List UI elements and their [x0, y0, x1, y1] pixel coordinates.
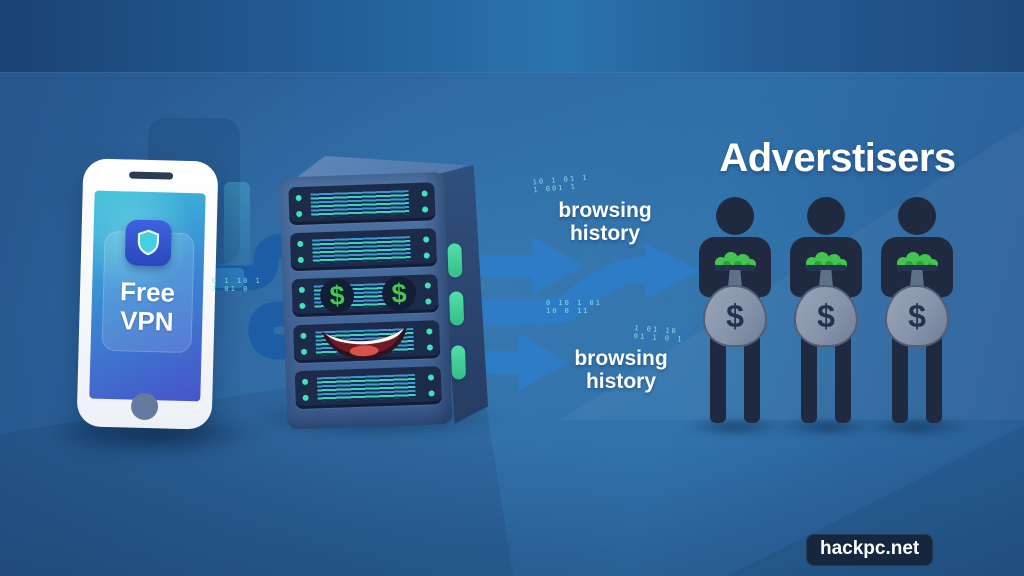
- panel-led: [295, 194, 302, 202]
- dollar-sign: $: [908, 297, 926, 334]
- server-port-connector: [447, 243, 463, 278]
- label-line: history: [569, 222, 640, 245]
- panel-data-lines: [310, 190, 410, 218]
- advertiser-figure: $: [866, 195, 968, 445]
- money-bag-neck: [819, 270, 833, 287]
- advertiser-figure: $: [684, 195, 786, 445]
- panel-led: [297, 256, 304, 264]
- band-edge-line: [0, 72, 1024, 73]
- money-bag: $: [885, 285, 949, 347]
- server-rack-panel: [289, 228, 438, 272]
- panel-led: [300, 332, 307, 339]
- figure-shadow: [684, 417, 786, 437]
- grinning-mouth: [322, 326, 407, 359]
- vpn-app-icon: [124, 219, 172, 267]
- browsing-history-label-bottom: browsing history: [556, 347, 686, 393]
- figure-head: [898, 197, 936, 235]
- server-port-connector: [449, 291, 465, 326]
- panel-led: [428, 390, 435, 397]
- panel-led: [426, 328, 433, 335]
- dollar-sign: $: [329, 279, 346, 311]
- figure-head: [716, 197, 754, 235]
- money-bag: $: [794, 285, 858, 347]
- money-bag-neck: [728, 270, 742, 287]
- server-rack-panel: [288, 182, 436, 226]
- panel-led: [300, 348, 308, 355]
- top-band: [0, 0, 1024, 72]
- figure-shadow: [866, 417, 968, 437]
- figure-head: [807, 197, 845, 235]
- browsing-history-label-top: browsing history: [540, 199, 670, 245]
- label-line: browsing: [574, 347, 668, 370]
- app-name: Free VPN: [91, 276, 203, 338]
- panel-led: [423, 236, 430, 243]
- phone-screen: Free VPN: [89, 190, 206, 402]
- app-name-line1: Free: [119, 276, 176, 308]
- label-line: history: [585, 370, 656, 393]
- server-rack-panel: [294, 366, 442, 410]
- money-bag-neck: [910, 270, 924, 287]
- smartphone: Free VPN: [76, 158, 219, 430]
- panel-led: [421, 190, 428, 197]
- panel-led: [426, 344, 434, 351]
- dollar-sign: $: [390, 277, 408, 309]
- panel-led: [302, 394, 309, 401]
- money-bag: $: [703, 285, 767, 347]
- watermark-badge: hackpc.net: [806, 534, 934, 566]
- server-port-connector: [450, 345, 467, 380]
- panel-led: [297, 240, 304, 248]
- panel-data-lines: [312, 236, 411, 264]
- panel-led: [301, 378, 309, 385]
- panel-led: [298, 286, 305, 294]
- bag-tray: [897, 265, 937, 271]
- dollar-sign: $: [817, 297, 835, 334]
- server-rack-panel: [291, 274, 439, 318]
- shield-icon: [137, 229, 160, 256]
- panel-led: [422, 206, 429, 213]
- advertiser-figure: $: [775, 195, 877, 445]
- particle-line: 10 0 11: [546, 307, 590, 315]
- panel-data-lines: [316, 374, 416, 402]
- panel-led: [296, 210, 303, 218]
- panel-led: [423, 252, 430, 259]
- vpn-server: $ $: [275, 146, 495, 438]
- phone-home-button: [130, 392, 159, 421]
- bag-tray: [715, 265, 755, 271]
- figure-shadow: [775, 417, 877, 437]
- label-line: browsing: [558, 199, 652, 222]
- phone-speaker: [129, 171, 174, 180]
- app-name-line2: VPN: [119, 305, 174, 337]
- panel-led: [425, 298, 432, 305]
- panel-led: [424, 282, 431, 289]
- advertisers-title: Adverstisers: [719, 136, 956, 180]
- panel-led: [427, 374, 435, 381]
- dollar-sign: $: [726, 297, 744, 334]
- particle-line: 0 1 10 1: [212, 277, 262, 285]
- panel-led: [299, 302, 306, 309]
- particle-line: 0 10 1 01: [546, 299, 602, 307]
- particle-line: 1 01 0: [212, 285, 250, 293]
- bag-tray: [806, 265, 846, 271]
